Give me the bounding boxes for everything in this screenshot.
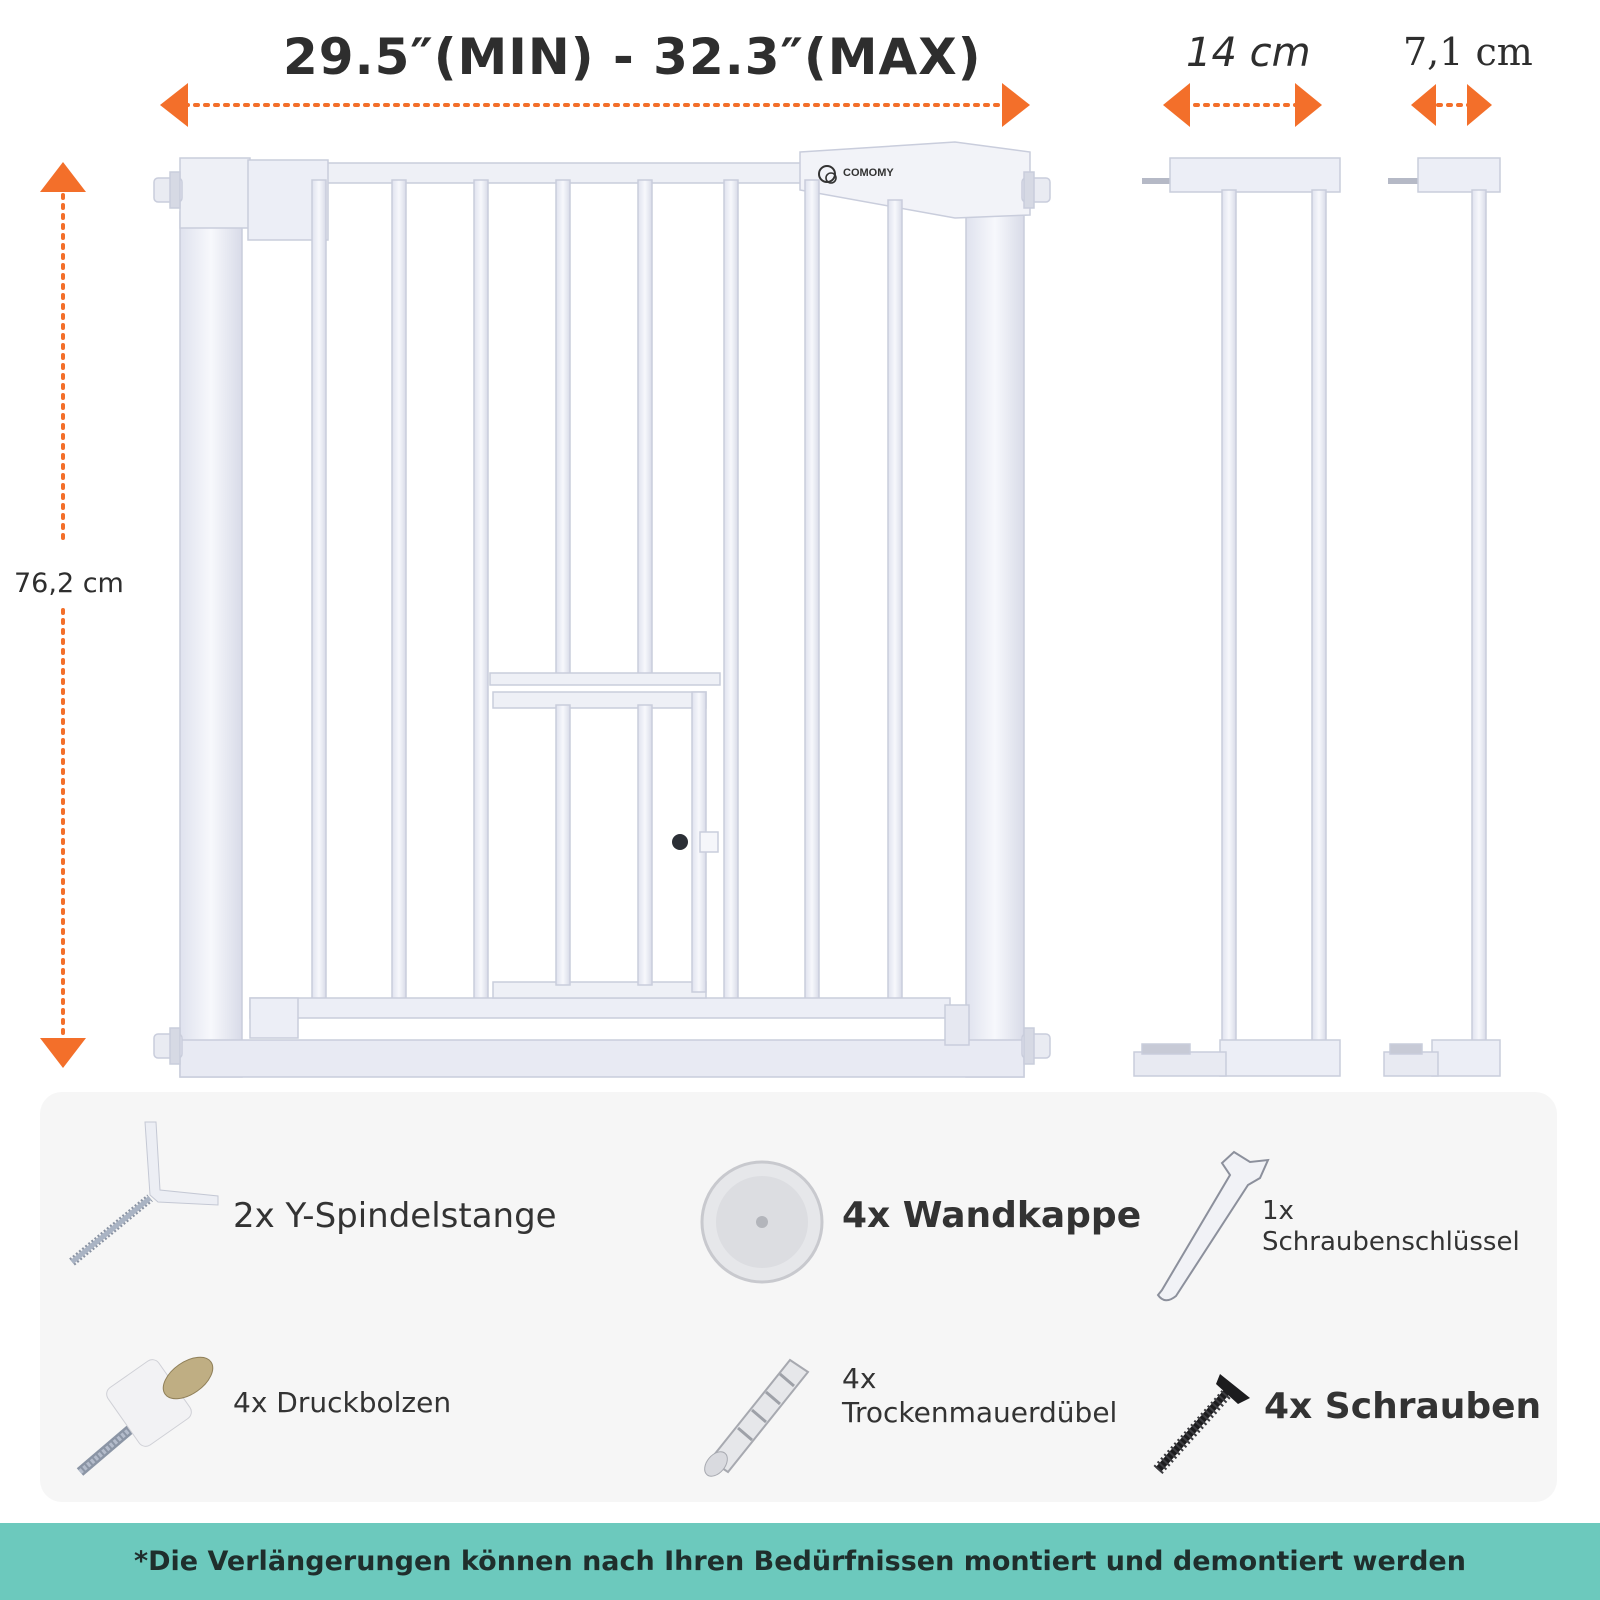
comomy-logo-icon — [818, 165, 837, 184]
extension-large — [1133, 157, 1341, 1077]
accessory-wall-cap-label: 4x Wandkappe — [842, 1195, 1142, 1236]
extension-small — [1383, 157, 1501, 1077]
gate-width-dimension: 29.5″(MIN) - 32.3″(MAX) — [283, 28, 982, 86]
extension-large-arrow-icon — [1163, 83, 1322, 127]
extension-large-dimension: 14 cm — [1186, 30, 1311, 76]
accessory-pressure-bolt-label: 4x Druckbolzen — [233, 1386, 452, 1419]
accessory-wrench-label: 1x Schraubenschlüssel — [1262, 1196, 1520, 1258]
extension-small-dimension: 7,1 cm — [1403, 30, 1533, 74]
gate-height-dimension: 76,2 cm — [14, 568, 124, 599]
safety-gate — [153, 141, 1051, 1078]
accessory-anchor-quantity: 4x — [842, 1362, 877, 1395]
footer-banner: *Die Verlängerungen können nach Ihren Be… — [0, 1523, 1600, 1600]
product-illustration — [40, 83, 1501, 1078]
height-arrow-icon — [40, 162, 86, 1068]
accessory-anchor-name: Trockenmauerdübel — [842, 1395, 1118, 1429]
accessory-drywall-anchor-label: 4x Trockenmauerdübel — [842, 1362, 1117, 1429]
accessories-panel — [40, 1092, 1557, 1502]
footer-note: *Die Verlängerungen können nach Ihren Be… — [134, 1546, 1466, 1577]
accessory-wrench-quantity: 1x — [1262, 1196, 1294, 1226]
accessory-y-spindle-label: 2x Y-Spindelstange — [233, 1196, 557, 1236]
accessory-wrench-name: Schraubenschlüssel — [1262, 1227, 1520, 1258]
brand-logo-text: COMOMY — [843, 167, 894, 179]
accessory-screws-label: 4x Schrauben — [1264, 1386, 1542, 1427]
extension-small-arrow-icon — [1411, 84, 1492, 126]
width-arrow-icon — [160, 83, 1030, 127]
